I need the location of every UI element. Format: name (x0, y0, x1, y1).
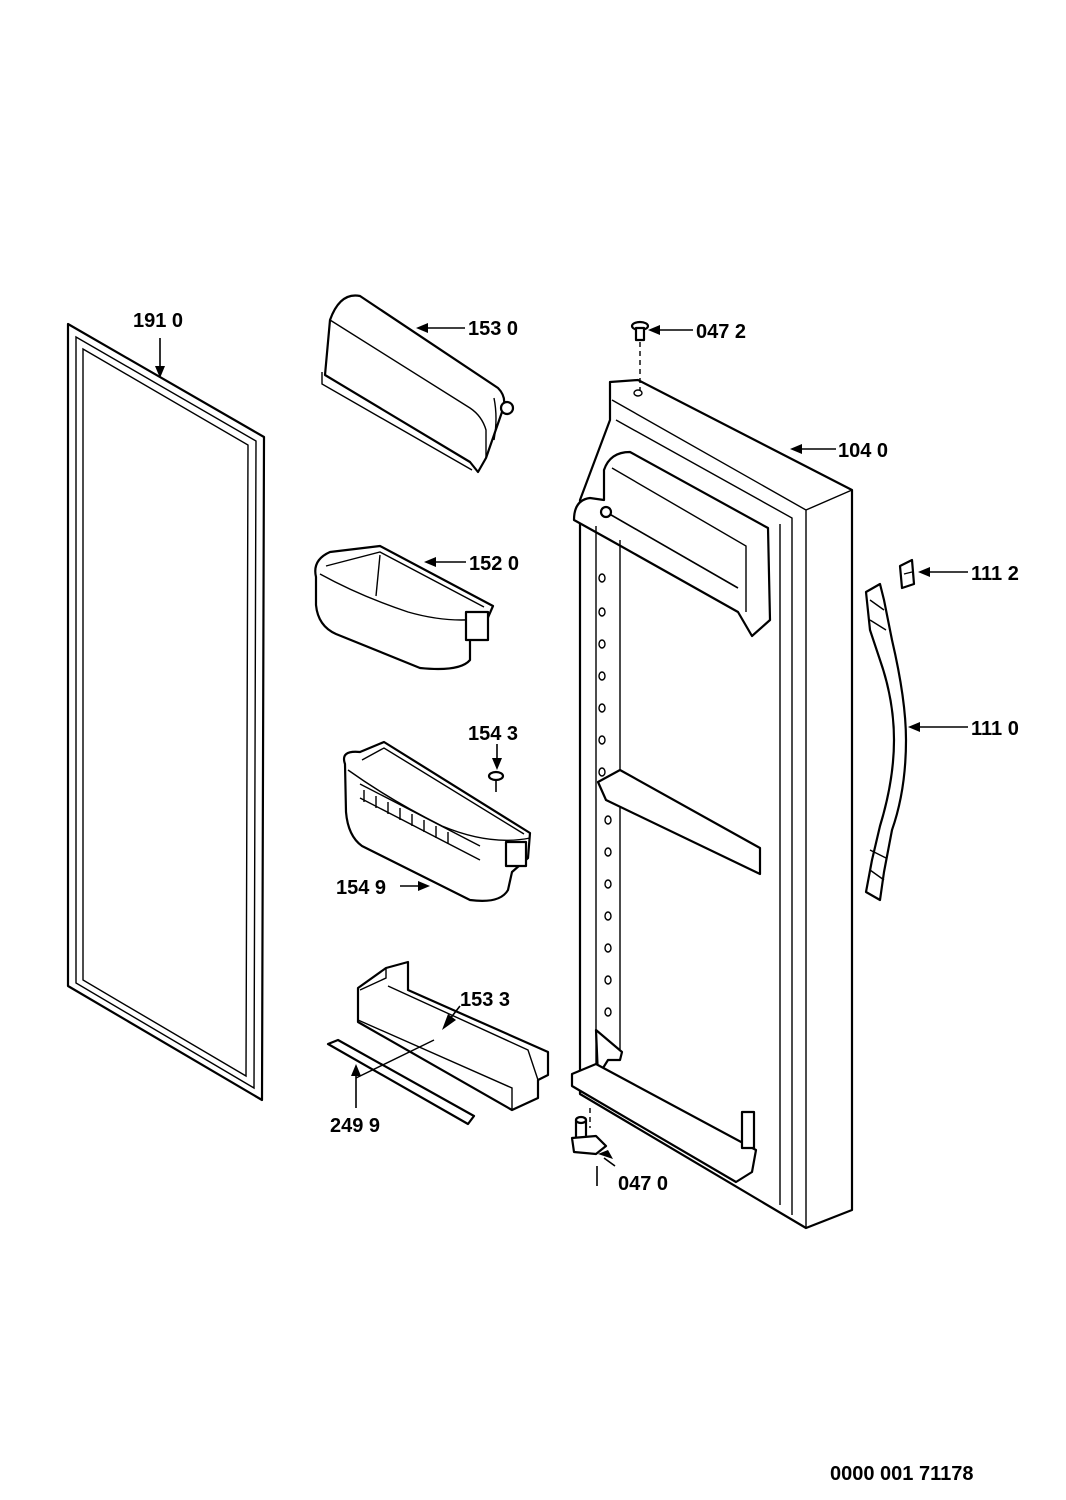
label-trim-strip: 249 9 (330, 1115, 380, 1137)
lower-door-bin (342, 740, 532, 902)
door-handle (864, 582, 908, 902)
label-shelf-rail: 153 3 (460, 989, 510, 1011)
label-hinge-pin-top: 047 2 (696, 321, 746, 343)
label-handle-cap: 111 2 (971, 563, 1019, 585)
egg-tray-ridges (363, 790, 449, 844)
part-labels: 191 0 153 0 047 2 104 0 111 2 152 0 111 … (133, 310, 1019, 1195)
screw (487, 770, 505, 792)
upper-door-bin (314, 544, 495, 671)
door-gasket (66, 322, 266, 1102)
trim-strip (326, 1038, 476, 1126)
top-hinge-pin (630, 320, 650, 390)
label-door: 104 0 (838, 440, 888, 462)
callout-leaders (155, 323, 968, 1167)
handle-cap (898, 558, 916, 590)
label-hinge-pin-bottom: 047 0 (618, 1173, 668, 1195)
label-handle: 111 0 (971, 718, 1019, 740)
shelf-rail (356, 960, 550, 1112)
label-screw: 154 3 (468, 723, 518, 745)
label-upper-bin: 152 0 (469, 553, 519, 575)
label-gasket: 191 0 (133, 310, 183, 332)
document-number: 0000 001 71178 (830, 1463, 974, 1485)
shelf-support-holes (598, 573, 612, 1017)
door-assembly (570, 378, 854, 1230)
dairy-compartment-cover (321, 294, 515, 474)
label-dairy-cover: 153 0 (468, 318, 518, 340)
label-egg-bin: 154 9 (336, 877, 386, 899)
bottom-hinge-pin (570, 1108, 608, 1186)
